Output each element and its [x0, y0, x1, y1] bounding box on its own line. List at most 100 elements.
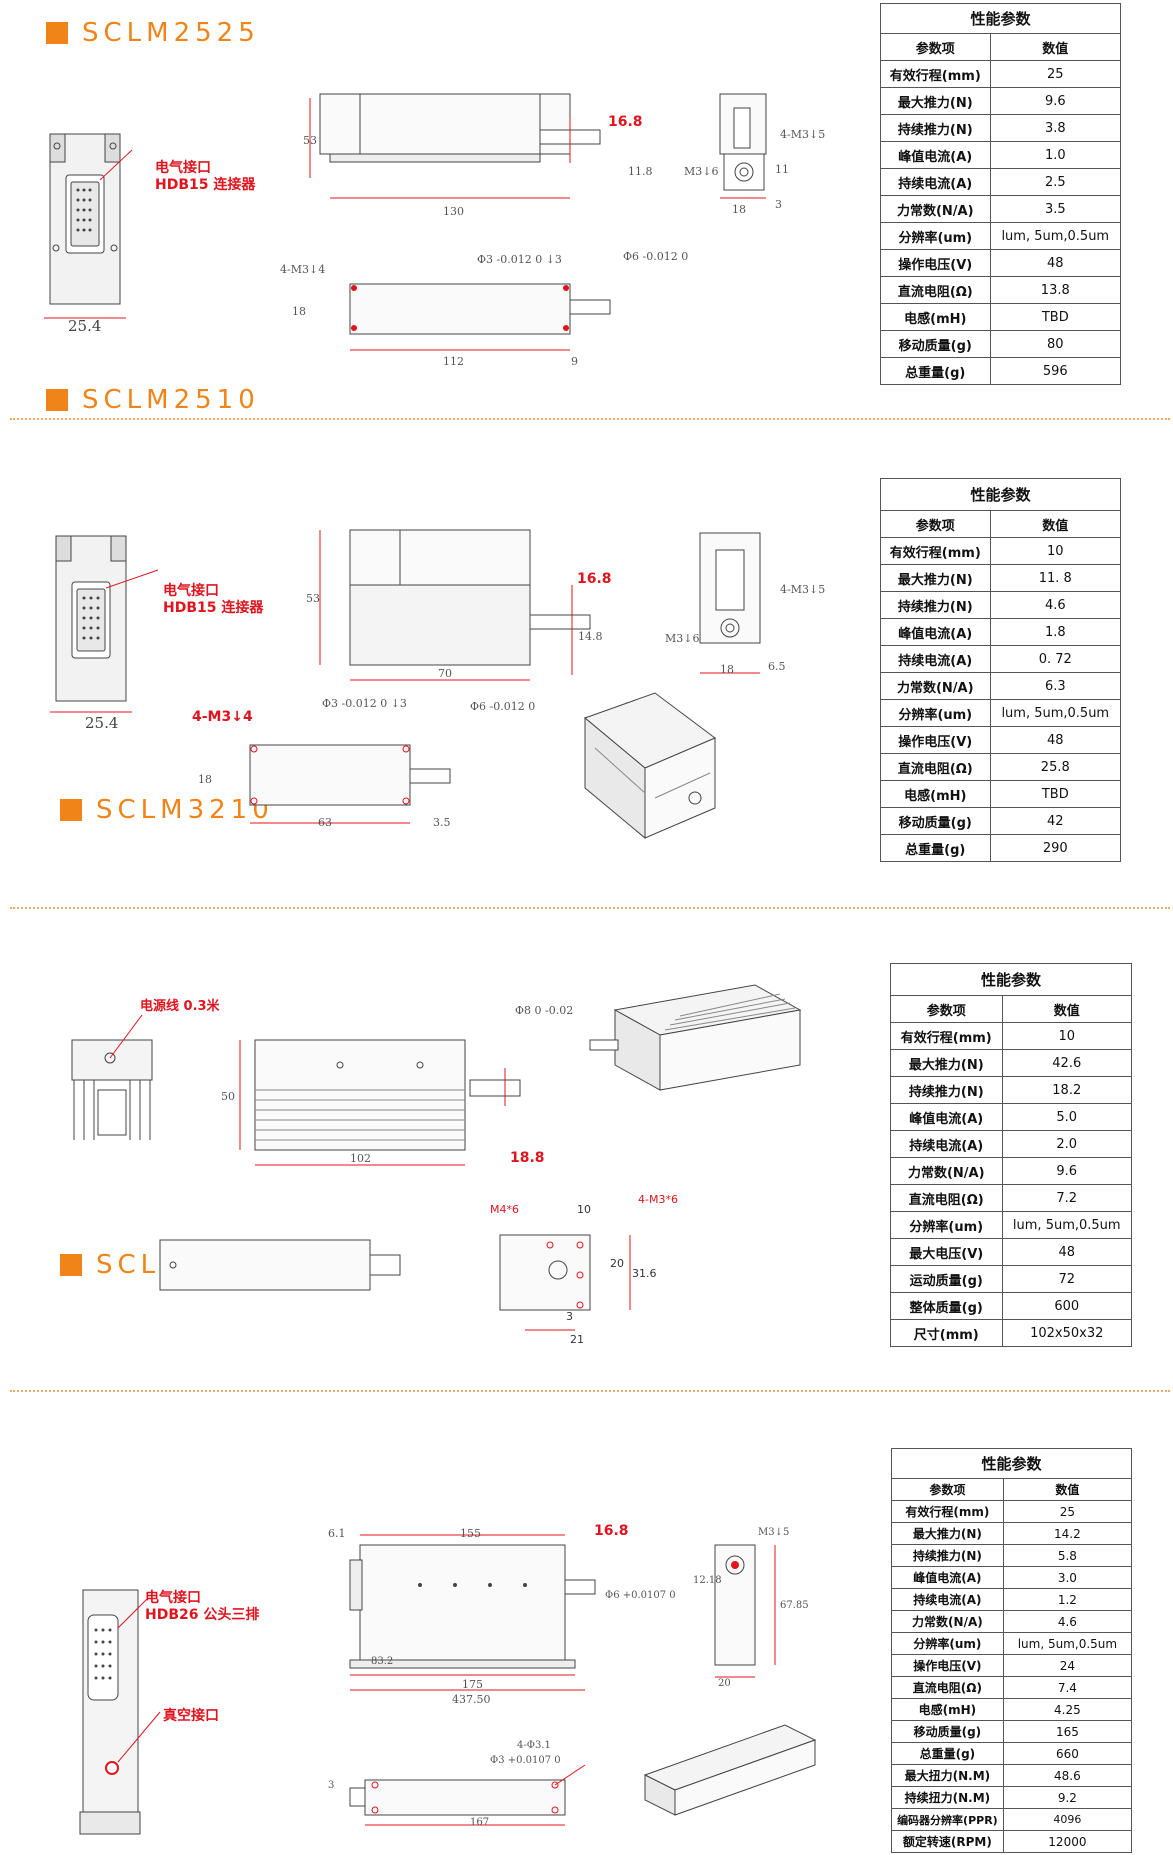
dim-label-red: 16.8	[608, 114, 643, 130]
dim-label: 18	[292, 305, 306, 318]
col-header: 数值	[989, 510, 1122, 538]
dim-label: 18	[198, 773, 212, 786]
param-value: 7.2	[1001, 1184, 1133, 1212]
param-value: 4.6	[1002, 1610, 1133, 1633]
dim-label: 11.8	[628, 165, 653, 178]
param-value: 48	[989, 249, 1122, 277]
dim-label: Φ8 0 -0.02	[515, 1004, 574, 1017]
dim-label: 67.85	[780, 1600, 809, 1611]
param-value: 48.6	[1002, 1764, 1133, 1787]
dim-label-red: 16.8	[594, 1523, 629, 1539]
power-cable-callout: 电源线 0.3米	[140, 999, 220, 1014]
param-value: 4.25	[1002, 1698, 1133, 1721]
param-name: 持续推力(N)	[880, 591, 991, 619]
param-value: 102x50x32	[1001, 1319, 1133, 1347]
orange-square-icon	[46, 22, 68, 44]
dim-label: M3↓6	[684, 165, 719, 178]
dim-label: 11	[775, 163, 789, 176]
param-name: 最大推力(N)	[891, 1522, 1004, 1545]
col-header: 参数项	[880, 510, 991, 538]
dim-label: 175	[462, 1678, 483, 1691]
callout-line: 电气接口	[163, 583, 219, 599]
dim-label-red: 18.8	[510, 1150, 545, 1166]
dim-label: 18	[732, 203, 746, 216]
section-title-sclm3210: SCLM3210	[60, 795, 274, 825]
dim-label: Φ6 -0.012 0	[623, 250, 689, 263]
param-value: lum, 5um,0.5um	[1002, 1632, 1133, 1655]
dim-label: 4-M3↓5	[780, 128, 826, 141]
side-view-drawing	[319, 529, 591, 681]
product-title: SCLM2510	[82, 385, 260, 415]
param-value: 48	[989, 726, 1122, 754]
param-name: 峰值电流(A)	[880, 141, 991, 169]
col-header: 参数项	[880, 33, 991, 61]
param-value: 12000	[1002, 1830, 1133, 1853]
spec-table-sclm2525: 性能参数 参数项数值 有效行程(mm)25 最大推力(N)9.6 持续推力(N)…	[880, 3, 1122, 385]
param-value: 660	[1002, 1742, 1133, 1765]
param-name: 直流电阻(Ω)	[890, 1184, 1003, 1212]
dim-label: 6.5	[768, 660, 786, 673]
isometric-view	[643, 1724, 817, 1816]
connector-callout: 电气接口 HDB15 连接器	[163, 583, 263, 617]
param-value: 3.5	[989, 195, 1122, 223]
col-header: 数值	[1001, 995, 1133, 1023]
param-name: 峰值电流(A)	[891, 1566, 1004, 1589]
spec-table-sclm2510: 性能参数 参数项数值 有效行程(mm)10 最大推力(N)11. 8 持续推力(…	[880, 478, 1122, 862]
dim-label: 10	[577, 1203, 591, 1216]
table-heading: 性能参数	[890, 963, 1132, 996]
param-value: 290	[989, 834, 1122, 862]
dim-label: 3	[775, 198, 782, 211]
param-name: 持续推力(N)	[890, 1076, 1003, 1104]
dim-label: 18	[720, 663, 734, 676]
param-value: 3.0	[1002, 1566, 1133, 1589]
param-value: 0. 72	[989, 645, 1122, 673]
dim-label: 20	[718, 1678, 731, 1689]
param-name: 力常数(N/A)	[880, 672, 991, 700]
col-header: 数值	[989, 33, 1122, 61]
param-value: 18.2	[1001, 1076, 1133, 1104]
dim-label: 6.1	[328, 1527, 346, 1540]
col-header: 数值	[1002, 1478, 1133, 1501]
param-name: 电感(mH)	[880, 303, 991, 331]
isometric-view	[584, 692, 716, 840]
param-name: 分辨率(um)	[880, 222, 991, 250]
dim-label: 70	[438, 667, 452, 680]
param-value: lum, 5um,0.5um	[989, 699, 1122, 727]
param-name: 力常数(N/A)	[890, 1157, 1003, 1185]
param-name: 移动质量(g)	[880, 807, 991, 835]
param-value: 10	[1001, 1022, 1133, 1050]
param-value: lum, 5um,0.5um	[1001, 1211, 1133, 1239]
section-title-sclm2510: SCLM2510	[46, 385, 260, 415]
dim-label: 3	[566, 1310, 573, 1323]
param-name: 最大扭力(N.M)	[891, 1764, 1004, 1787]
param-value: 165	[1002, 1720, 1133, 1743]
param-name: 有效行程(mm)	[891, 1500, 1004, 1523]
side-view-drawing	[349, 1534, 596, 1691]
param-name: 移动质量(g)	[880, 330, 991, 358]
connector-side-view	[79, 1589, 161, 1835]
param-name: 分辨率(um)	[880, 699, 991, 727]
front-view-drawing	[499, 1234, 631, 1331]
dim-label: Φ3 -0.012 0 ↓3	[322, 697, 407, 710]
param-name: 分辨率(um)	[890, 1211, 1003, 1239]
param-name: 有效行程(mm)	[890, 1022, 1003, 1050]
side-view-drawing	[309, 93, 601, 199]
param-value: 42.6	[1001, 1049, 1133, 1077]
top-view-drawing	[159, 1239, 401, 1291]
dim-label: 53	[303, 134, 317, 147]
dim-label: 83.2	[371, 1656, 394, 1667]
section-divider	[10, 1390, 1170, 1392]
dim-label: 31.6	[632, 1267, 657, 1280]
dim-label: 437.50	[452, 1693, 491, 1706]
param-name: 总重量(g)	[880, 357, 991, 385]
param-name: 持续电流(A)	[890, 1130, 1003, 1158]
param-name: 有效行程(mm)	[880, 537, 991, 565]
param-value: 80	[989, 330, 1122, 358]
top-view-drawing	[249, 744, 451, 824]
param-value: lum, 5um,0.5um	[989, 222, 1122, 250]
callout-line: HDB15 连接器	[155, 177, 256, 193]
dim-width: 25.4	[68, 317, 102, 335]
product-title: SCLM3210	[96, 795, 274, 825]
param-value: 5.0	[1001, 1103, 1133, 1131]
section-divider	[10, 907, 1170, 909]
